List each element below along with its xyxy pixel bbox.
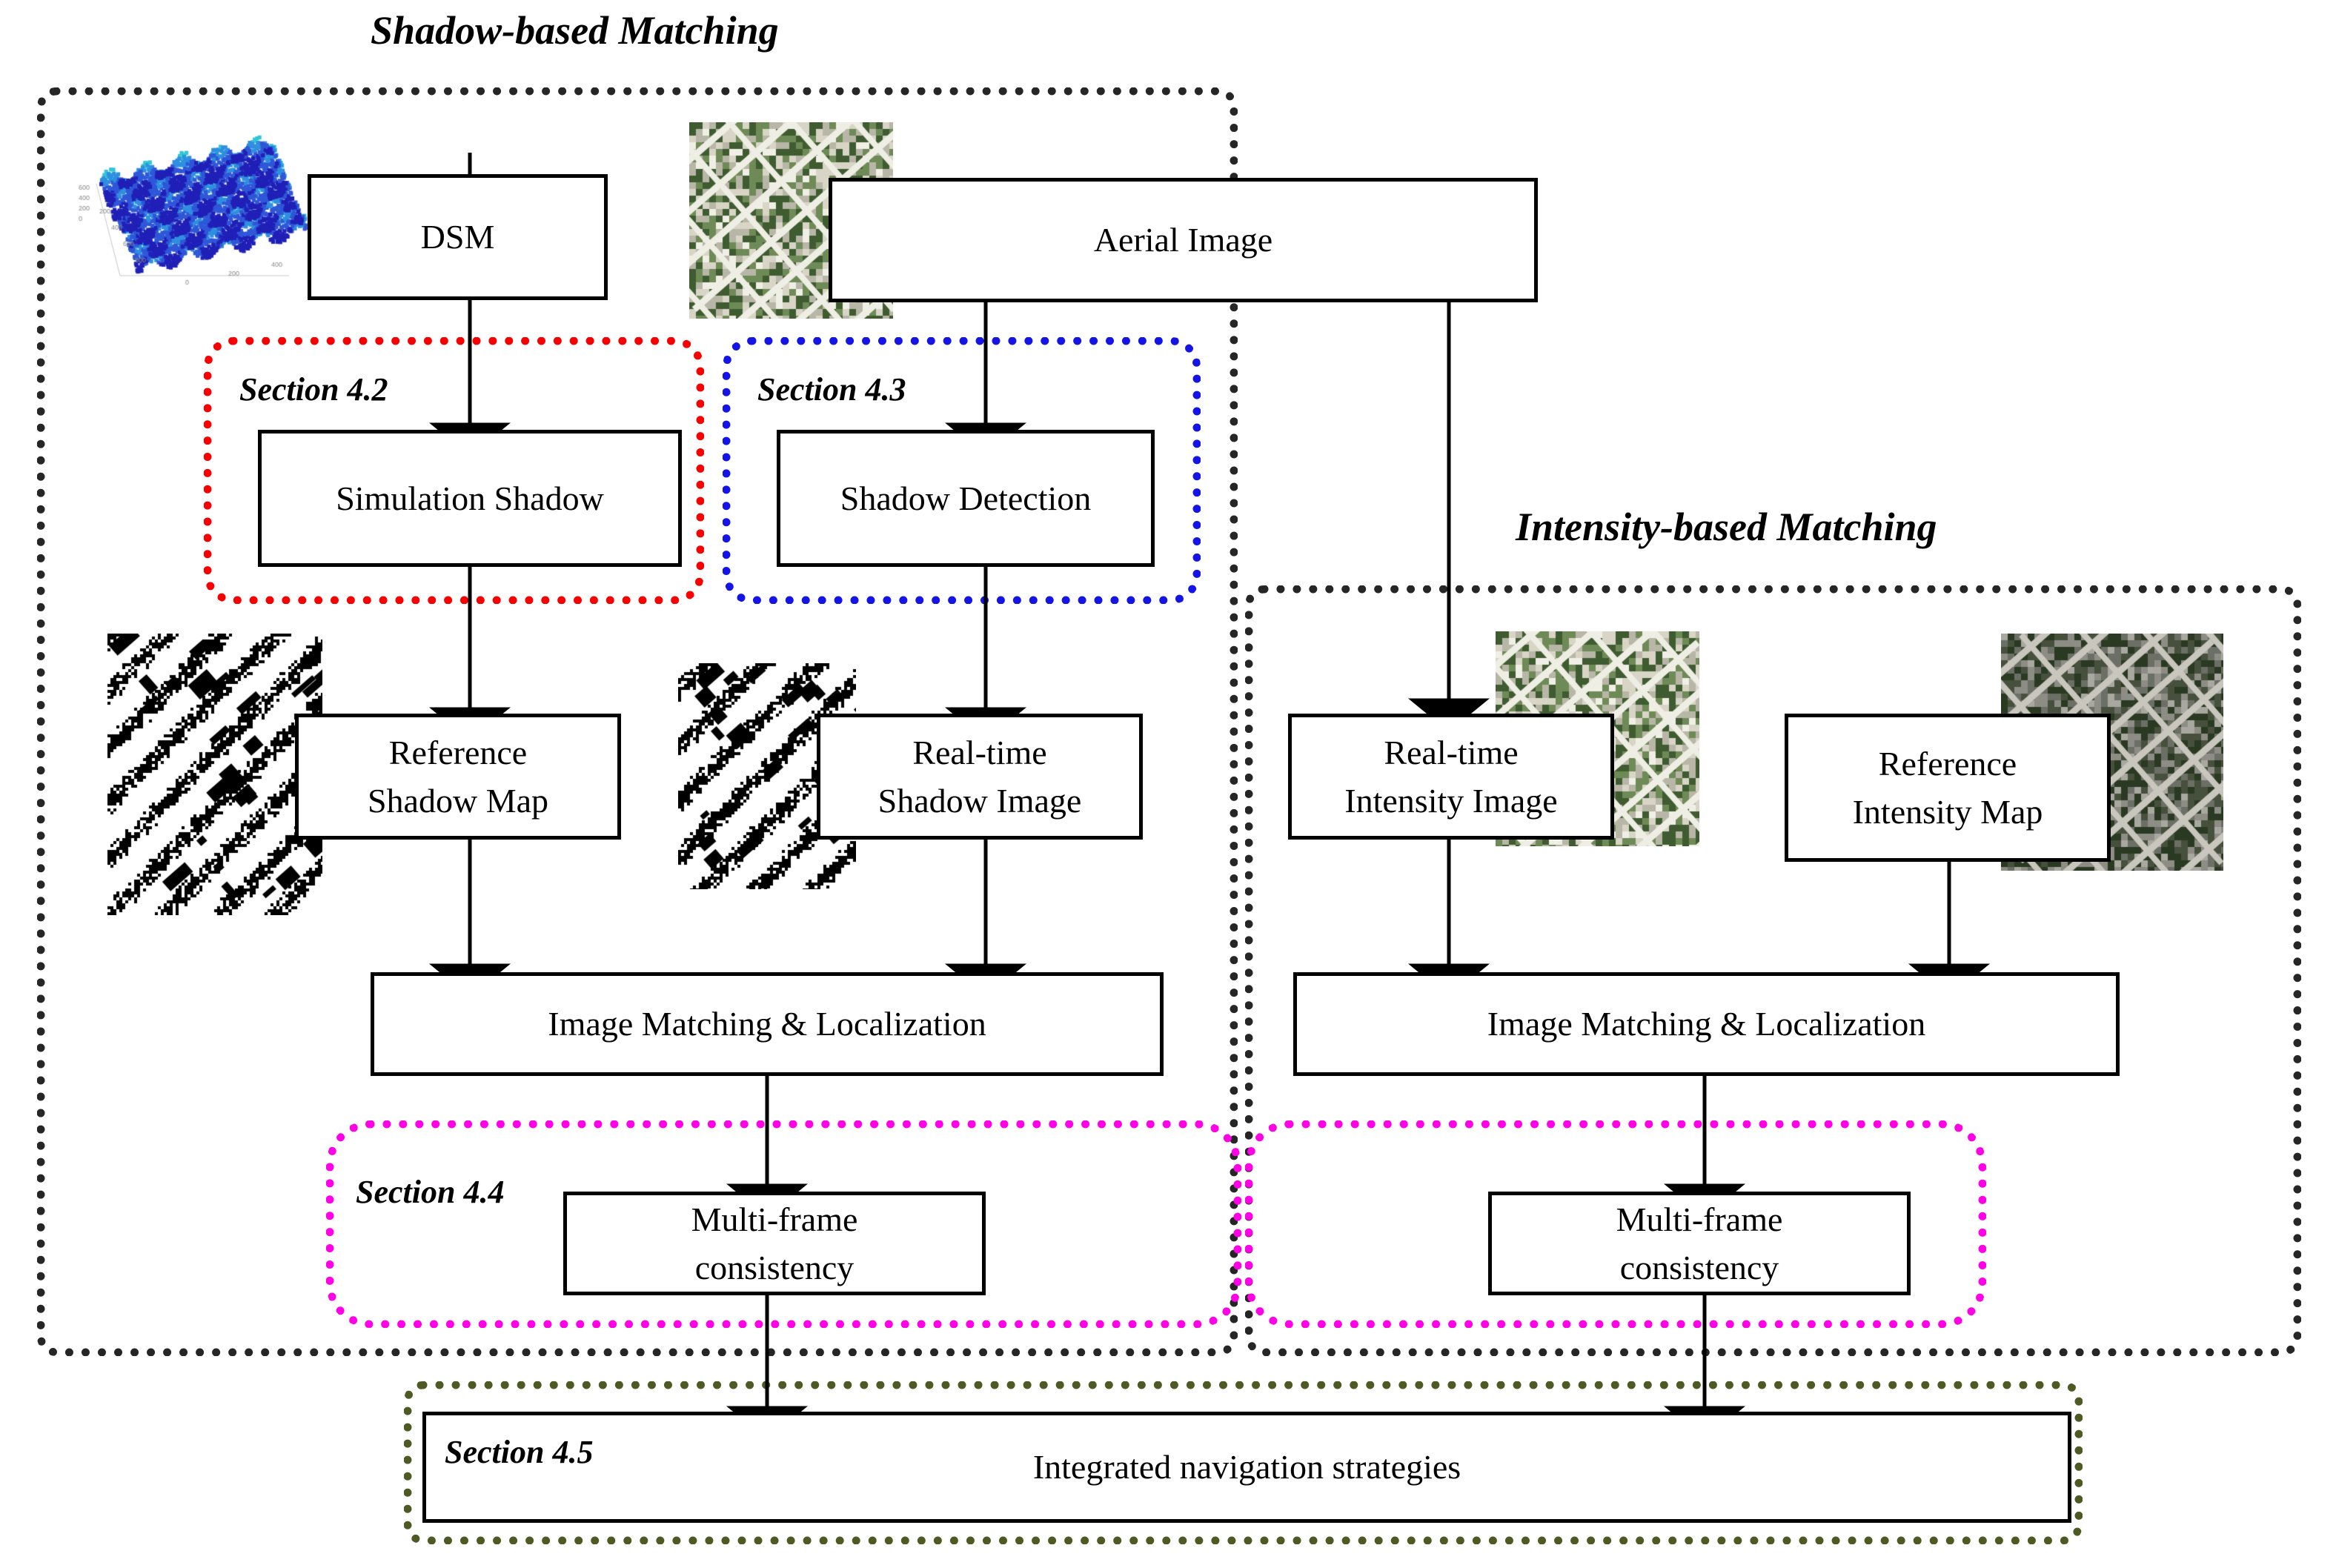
label-section-4-4: Section 4.4 — [356, 1174, 505, 1210]
label-section-4-5: Section 4.5 — [445, 1434, 594, 1470]
node-image-matching-shadow-label: Image Matching & Localization — [548, 1005, 986, 1043]
node-reference-shadow-map[interactable]: Reference Shadow Map — [295, 714, 621, 840]
node-dsm[interactable]: DSM — [308, 174, 608, 300]
node-dsm-label: DSM — [420, 218, 495, 256]
node-aerial-image[interactable]: Aerial Image — [829, 178, 1538, 302]
node-reference-shadow-map-line1: Reference — [388, 733, 528, 771]
node-image-matching-localization-shadow[interactable]: Image Matching & Localization — [371, 972, 1164, 1076]
node-simulation-shadow[interactable]: Simulation Shadow — [258, 430, 682, 567]
node-multiframe-intensity-line2: consistency — [1619, 1249, 1779, 1286]
title-shadow-based-matching: Shadow-based Matching — [371, 8, 779, 53]
node-multiframe-intensity-line1: Multi-frame — [1616, 1200, 1783, 1238]
label-section-4-3: Section 4.3 — [757, 371, 906, 408]
group-intensity-based-matching — [1245, 585, 2301, 1356]
dsm-surface-thumbnail — [74, 119, 311, 311]
node-integrated-navigation-strategies[interactable]: Integrated navigation strategies — [422, 1412, 2071, 1523]
node-aerial-image-label: Aerial Image — [1093, 221, 1273, 259]
node-reference-shadow-map-line2: Shadow Map — [367, 782, 549, 820]
group-shadow-based-matching — [37, 87, 1238, 1356]
node-multiframe-consistency-intensity[interactable]: Multi-frame consistency — [1488, 1192, 1911, 1295]
group-section-4-5 — [404, 1381, 2083, 1544]
group-section-4-4-left — [326, 1120, 1241, 1328]
node-realtime-shadow-image-line2: Shadow Image — [877, 782, 1082, 820]
node-reference-intensity-map-line1: Reference — [1878, 744, 2017, 783]
group-section-4-4-right — [1245, 1120, 1986, 1328]
node-reference-intensity-map[interactable]: Reference Intensity Map — [1785, 714, 2111, 862]
node-integrated-navigation-label: Integrated navigation strategies — [1032, 1448, 1461, 1486]
node-shadow-detection-label: Shadow Detection — [840, 479, 1092, 517]
group-section-4-2 — [204, 337, 704, 604]
node-realtime-intensity-image[interactable]: Real-time Intensity Image — [1288, 714, 1614, 840]
reference-shadow-binary-thumbnail — [107, 634, 322, 915]
node-multiframe-shadow-line1: Multi-frame — [691, 1200, 858, 1238]
label-section-4-2: Section 4.2 — [239, 371, 388, 408]
group-section-4-3 — [723, 337, 1201, 604]
node-realtime-intensity-image-line1: Real-time — [1384, 733, 1519, 771]
node-image-matching-localization-intensity[interactable]: Image Matching & Localization — [1293, 972, 2120, 1076]
node-realtime-shadow-image-line1: Real-time — [912, 733, 1047, 771]
node-realtime-shadow-image[interactable]: Real-time Shadow Image — [817, 714, 1143, 840]
title-intensity-based-matching: Intensity-based Matching — [1516, 505, 1937, 549]
node-realtime-intensity-image-line2: Intensity Image — [1344, 782, 1558, 820]
node-shadow-detection[interactable]: Shadow Detection — [777, 430, 1155, 567]
node-reference-intensity-map-line2: Intensity Map — [1852, 793, 2043, 831]
node-multiframe-consistency-shadow[interactable]: Multi-frame consistency — [563, 1192, 986, 1295]
node-multiframe-shadow-line2: consistency — [694, 1249, 855, 1286]
node-simulation-shadow-label: Simulation Shadow — [336, 479, 604, 517]
node-image-matching-intensity-label: Image Matching & Localization — [1487, 1005, 1926, 1043]
